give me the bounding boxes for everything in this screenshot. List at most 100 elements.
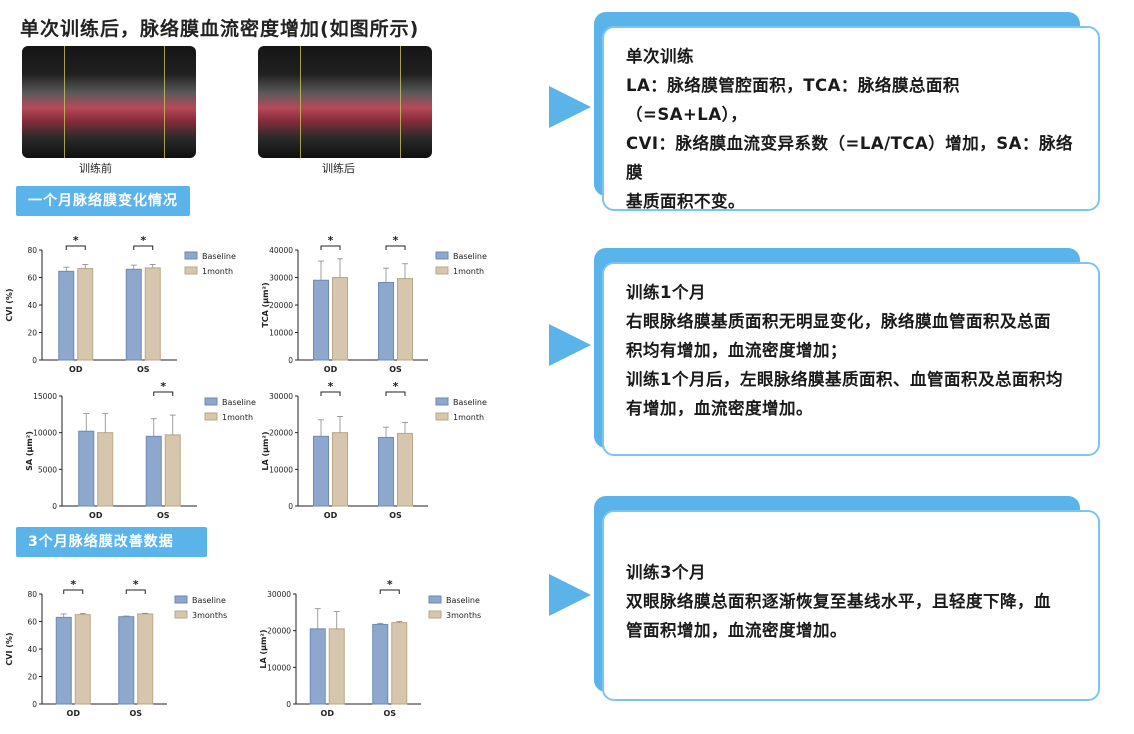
y-tick-label: 0	[32, 356, 37, 365]
significance-bracket	[133, 245, 154, 250]
legend-label: 1month	[222, 413, 253, 422]
bar-1month-os	[164, 434, 181, 507]
bar-baseline-os	[118, 616, 135, 705]
bar-baseline-os	[378, 281, 394, 361]
y-tick-label: 20000	[269, 301, 293, 310]
legend-label: Baseline	[446, 596, 480, 605]
card-line: 训练3个月	[626, 563, 706, 582]
y-tick-label: 20000	[269, 429, 293, 438]
significance-marker: *	[328, 234, 334, 247]
oct-caption-after: 训练后	[322, 162, 355, 175]
y-tick-label: 10000	[269, 329, 293, 338]
card-single-training: 单次训练 LA：脉络膜管腔面积，TCA：脉络膜总面积（=SA+LA）， CVI：…	[602, 26, 1100, 211]
y-tick-label: 20	[27, 329, 37, 338]
y-axis-label: LA (μm²)	[259, 629, 268, 668]
legend-label: 1month	[453, 267, 484, 276]
legend-swatch	[204, 397, 218, 406]
bar-baseline-od	[58, 270, 75, 361]
y-tick-label: 30000	[269, 392, 293, 401]
bar-1month-od	[77, 268, 94, 361]
y-tick-label: 10000	[269, 465, 293, 474]
y-tick-label: 30000	[267, 590, 291, 599]
bar-1month-os	[397, 432, 413, 507]
significance-bracket	[63, 589, 84, 594]
card-line: 训练1个月	[626, 283, 706, 302]
y-tick-label: 40000	[269, 246, 293, 255]
bar-1month-os	[397, 278, 413, 361]
y-tick-label: 5000	[38, 465, 57, 474]
x-tick-label: OS	[157, 511, 170, 520]
card-3month-training: 训练3个月 双眼脉络膜总面积逐渐恢复至基线水平，且轻度下降，血 管面积增加，血流…	[602, 510, 1100, 701]
y-tick-label: 10000	[267, 663, 291, 672]
bar-baseline-os	[378, 436, 394, 507]
oct-image-after	[258, 46, 432, 158]
legend-label: Baseline	[192, 596, 226, 605]
significance-marker: *	[393, 380, 399, 393]
y-tick-label: 80	[27, 246, 37, 255]
legend-swatch	[435, 412, 449, 421]
card-line: 右眼脉络膜基质面积无明显变化，脉络膜血管面积及总面	[626, 312, 1051, 331]
significance-bracket	[125, 589, 146, 594]
bar-1month-od	[332, 432, 348, 507]
y-tick-label: 20000	[267, 627, 291, 636]
card-line: 积均有增加，血流密度增加；	[626, 341, 847, 360]
significance-bracket	[320, 391, 341, 396]
legend-swatch	[428, 610, 442, 619]
bar-baseline-od	[55, 616, 72, 705]
y-tick-label: 60	[27, 618, 37, 627]
y-tick-label: 20	[27, 673, 37, 682]
y-axis-label: CVI (%)	[5, 288, 14, 321]
x-tick-label: OS	[389, 511, 402, 520]
section-label-1month: 一个月脉络膜变化情况	[16, 186, 190, 216]
significance-bracket	[320, 245, 341, 250]
arrow-icon	[549, 324, 591, 366]
significance-marker: *	[393, 234, 399, 247]
legend-swatch	[184, 251, 198, 260]
legend-label: 3months	[192, 611, 227, 620]
y-tick-label: 40	[27, 645, 37, 654]
significance-bracket	[153, 391, 174, 396]
legend-swatch	[428, 595, 442, 604]
x-tick-label: OD	[321, 709, 335, 718]
x-tick-label: OS	[389, 365, 402, 374]
y-tick-label: 80	[27, 590, 37, 599]
bar-3months-od	[74, 614, 91, 705]
card-line: 有增加，血流密度增加。	[626, 399, 813, 418]
bar-1month-os	[144, 267, 161, 361]
y-tick-label: 40	[27, 301, 37, 310]
significance-marker: *	[328, 380, 334, 393]
x-tick-label: OD	[67, 709, 81, 718]
significance-marker: *	[160, 380, 166, 393]
x-tick-label: OS	[137, 365, 150, 374]
bar-baseline-os	[125, 268, 142, 361]
bar-baseline-od	[313, 279, 329, 361]
card-line: LA：脉络膜管腔面积，TCA：脉络膜总面积（=SA+LA），	[626, 76, 960, 124]
x-tick-label: OD	[89, 511, 103, 520]
card-1month-training: 训练1个月 右眼脉络膜基质面积无明显变化，脉络膜血管面积及总面 积均有增加，血流…	[602, 262, 1100, 456]
oct-caption-before: 训练前	[79, 162, 112, 175]
x-tick-label: OD	[69, 365, 83, 374]
legend-swatch	[435, 251, 449, 260]
y-tick-label: 30000	[269, 274, 293, 283]
bar-baseline-od	[309, 628, 326, 705]
significance-bracket	[385, 245, 406, 250]
card-line: 管面积增加，血流密度增加。	[626, 621, 847, 640]
page-title: 单次训练后，脉络膜血流密度增加(如图所示)	[20, 18, 420, 40]
bar-baseline-od	[78, 430, 95, 507]
y-tick-label: 0	[286, 700, 291, 709]
y-tick-label: 15000	[33, 392, 57, 401]
legend-label: Baseline	[453, 252, 487, 261]
y-axis-label: SA (μm²)	[25, 431, 34, 471]
bar-3months-os	[137, 613, 154, 705]
bar-1month-od	[97, 432, 114, 507]
legend-swatch	[174, 610, 188, 619]
card-line: 基质面积不变。	[626, 192, 745, 211]
bar-3months-os	[391, 622, 408, 705]
legend-label: Baseline	[453, 398, 487, 407]
bar-1month-od	[332, 277, 348, 361]
significance-marker: *	[73, 234, 79, 247]
